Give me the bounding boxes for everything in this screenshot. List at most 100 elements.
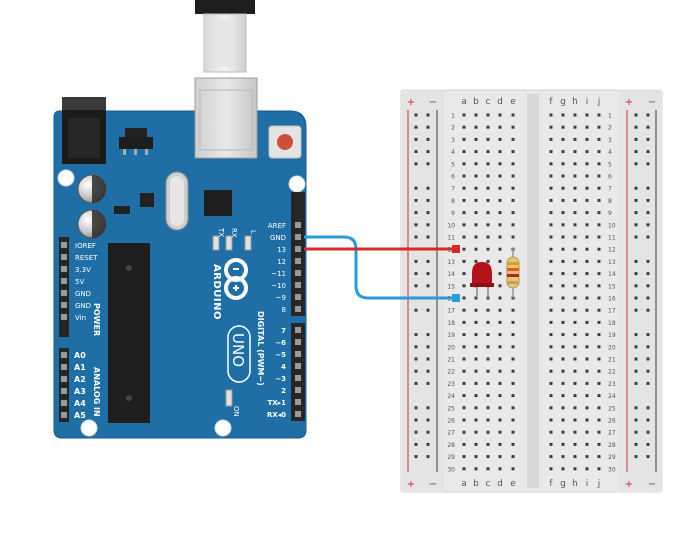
rail-hole[interactable] — [634, 259, 638, 263]
rail-hole[interactable] — [646, 186, 650, 190]
breadboard-hole[interactable] — [498, 113, 502, 117]
breadboard-hole[interactable] — [486, 259, 490, 263]
breadboard-hole[interactable] — [511, 235, 515, 239]
breadboard-hole[interactable] — [486, 235, 490, 239]
usb-b-connector[interactable] — [194, 77, 258, 159]
breadboard-hole[interactable] — [561, 394, 565, 398]
rail-hole[interactable] — [634, 381, 638, 385]
breadboard-hole[interactable] — [498, 125, 502, 129]
breadboard-hole[interactable] — [585, 162, 589, 166]
rail-hole[interactable] — [634, 113, 638, 117]
rail-hole[interactable] — [634, 369, 638, 373]
breadboard-hole[interactable] — [498, 406, 502, 410]
digital-pin[interactable] — [295, 363, 301, 369]
breadboard-hole[interactable] — [573, 430, 577, 434]
breadboard-hole[interactable] — [585, 259, 589, 263]
breadboard-hole[interactable] — [561, 333, 565, 337]
rail-hole[interactable] — [414, 137, 418, 141]
breadboard-hole[interactable] — [561, 357, 565, 361]
rail-hole[interactable] — [646, 162, 650, 166]
breadboard-hole[interactable] — [561, 113, 565, 117]
breadboard-hole[interactable] — [498, 174, 502, 178]
breadboard-hole[interactable] — [486, 320, 490, 324]
rail-hole[interactable] — [634, 235, 638, 239]
breadboard-hole[interactable] — [498, 137, 502, 141]
breadboard-hole[interactable] — [462, 357, 466, 361]
breadboard-hole[interactable] — [498, 345, 502, 349]
breadboard-hole[interactable] — [561, 430, 565, 434]
rail-hole[interactable] — [426, 308, 430, 312]
breadboard-hole[interactable] — [573, 357, 577, 361]
breadboard-hole[interactable] — [462, 272, 466, 276]
rail-hole[interactable] — [426, 345, 430, 349]
breadboard-hole[interactable] — [549, 174, 553, 178]
breadboard-hole[interactable] — [462, 430, 466, 434]
breadboard-hole[interactable] — [511, 174, 515, 178]
rail-hole[interactable] — [414, 455, 418, 459]
breadboard-hole[interactable] — [597, 418, 601, 422]
breadboard-hole[interactable] — [474, 223, 478, 227]
breadboard-hole[interactable] — [462, 198, 466, 202]
breadboard-hole[interactable] — [549, 320, 553, 324]
gnd-wire[interactable] — [304, 235, 456, 300]
breadboard-hole[interactable] — [549, 394, 553, 398]
rail-hole[interactable] — [426, 162, 430, 166]
breadboard-hole[interactable] — [561, 137, 565, 141]
breadboard-hole[interactable] — [597, 320, 601, 324]
breadboard-hole[interactable] — [573, 418, 577, 422]
breadboard-hole[interactable] — [549, 381, 553, 385]
breadboard-hole[interactable] — [597, 308, 601, 312]
breadboard-hole[interactable] — [511, 418, 515, 422]
power-pin[interactable] — [61, 242, 67, 248]
breadboard-hole[interactable] — [549, 333, 553, 337]
breadboard-hole[interactable] — [474, 394, 478, 398]
breadboard-hole[interactable] — [573, 223, 577, 227]
breadboard-hole[interactable] — [511, 357, 515, 361]
rail-hole[interactable] — [426, 235, 430, 239]
breadboard-hole[interactable] — [597, 162, 601, 166]
breadboard-hole[interactable] — [486, 394, 490, 398]
breadboard-hole[interactable] — [585, 223, 589, 227]
rail-hole[interactable] — [426, 125, 430, 129]
breadboard-hole[interactable] — [561, 272, 565, 276]
breadboard-hole[interactable] — [573, 125, 577, 129]
rail-hole[interactable] — [646, 211, 650, 215]
breadboard-hole[interactable] — [561, 320, 565, 324]
rail-hole[interactable] — [426, 418, 430, 422]
digital-pin[interactable] — [295, 222, 301, 228]
breadboard-hole[interactable] — [597, 357, 601, 361]
rail-hole[interactable] — [426, 198, 430, 202]
breadboard-hole[interactable] — [498, 150, 502, 154]
breadboard-hole[interactable] — [511, 113, 515, 117]
digital-pin[interactable] — [295, 270, 301, 276]
breadboard-hole[interactable] — [597, 296, 601, 300]
breadboard-hole[interactable] — [597, 150, 601, 154]
breadboard-hole[interactable] — [486, 223, 490, 227]
breadboard-hole[interactable] — [486, 125, 490, 129]
breadboard-hole[interactable] — [474, 418, 478, 422]
rail-hole[interactable] — [426, 272, 430, 276]
breadboard-hole[interactable] — [474, 406, 478, 410]
breadboard-hole[interactable] — [585, 296, 589, 300]
rail-hole[interactable] — [426, 455, 430, 459]
breadboard-hole[interactable] — [585, 137, 589, 141]
rail-hole[interactable] — [646, 406, 650, 410]
rail-hole[interactable] — [426, 430, 430, 434]
breadboard-hole[interactable] — [597, 186, 601, 190]
breadboard-hole[interactable] — [597, 333, 601, 337]
breadboard-hole[interactable] — [486, 418, 490, 422]
rail-hole[interactable] — [634, 211, 638, 215]
breadboard-hole[interactable] — [573, 150, 577, 154]
breadboard-hole[interactable] — [573, 113, 577, 117]
breadboard-hole[interactable] — [511, 442, 515, 446]
breadboard-hole[interactable] — [486, 406, 490, 410]
power-pin[interactable] — [61, 254, 67, 260]
rail-hole[interactable] — [414, 125, 418, 129]
breadboard-hole[interactable] — [486, 381, 490, 385]
breadboard-hole[interactable] — [474, 150, 478, 154]
breadboard-hole[interactable] — [561, 284, 565, 288]
digital-pin[interactable] — [295, 339, 301, 345]
breadboard-hole[interactable] — [486, 455, 490, 459]
rail-hole[interactable] — [414, 333, 418, 337]
